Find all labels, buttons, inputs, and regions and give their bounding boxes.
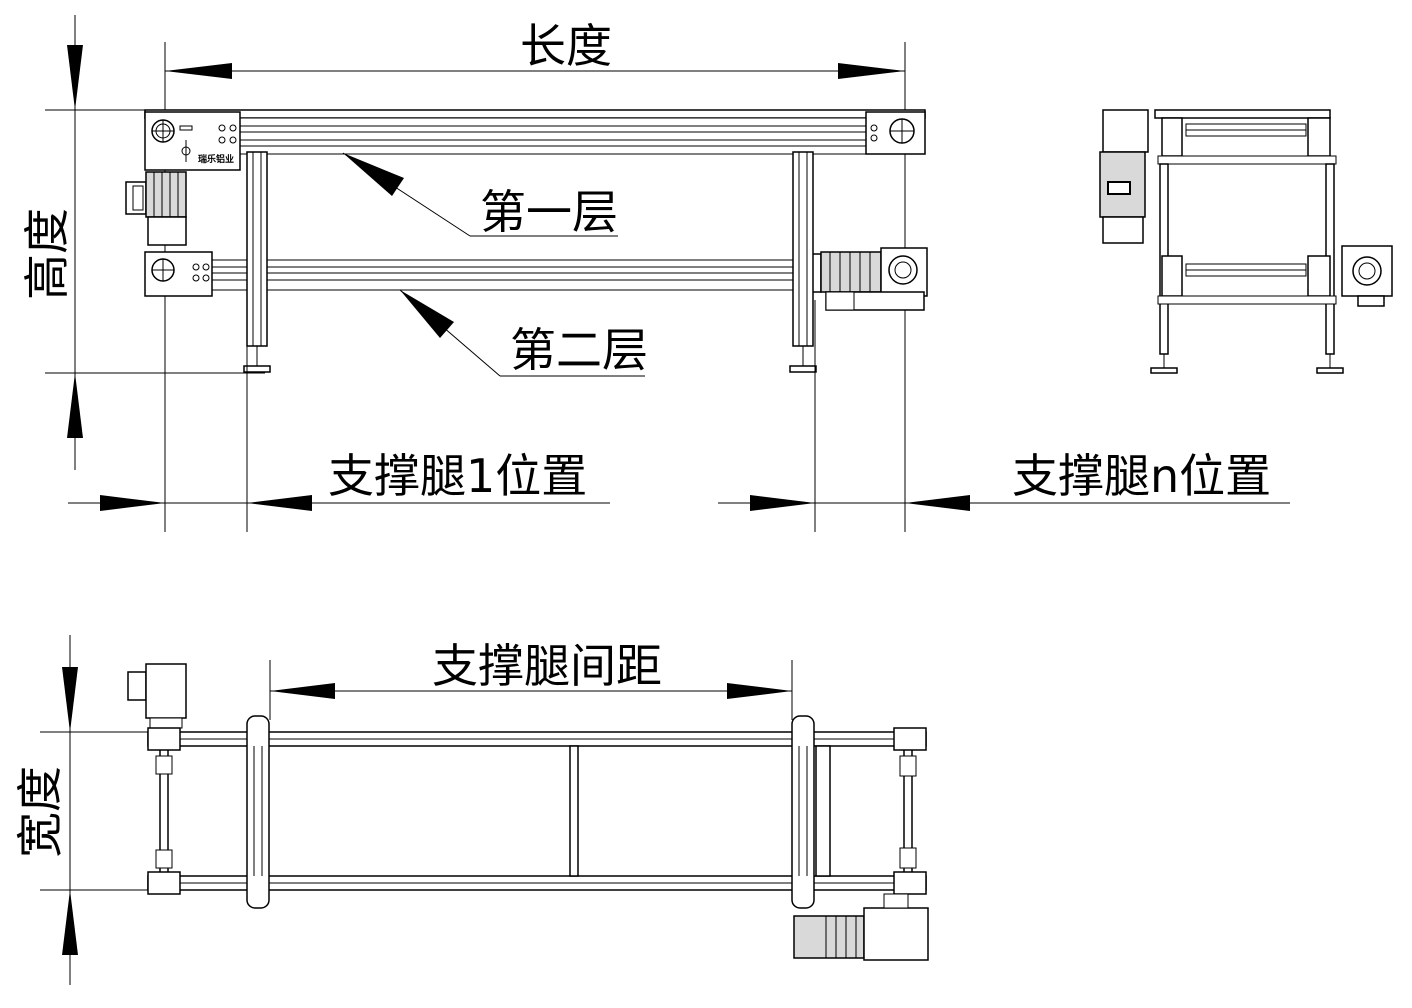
height-label: 高度 (20, 208, 74, 300)
leg-spacing-dimension: 支撑腿间距 (269, 639, 793, 720)
length-label: 长度 (520, 19, 612, 73)
width-label: 宽度 (13, 766, 67, 858)
leg1-position-label: 支撑腿1位置 (328, 449, 587, 503)
brand-plate-text: 瑞乐铝业 (198, 153, 234, 165)
support-legs (243, 151, 817, 373)
leg-spacing-label: 支撑腿间距 (432, 639, 662, 693)
length-dimension: 长度 (164, 19, 906, 532)
layer2-callout: 第二层 (399, 289, 648, 377)
leg1-position-dimension: 支撑腿1位置 (68, 300, 610, 532)
layer1-callout: 第一层 (342, 152, 618, 239)
height-dimension: 高度 (20, 15, 265, 470)
upper-drive-motor (125, 171, 187, 246)
lower-conveyor (144, 247, 928, 311)
upper-conveyor: 瑞乐铝业 (144, 109, 926, 171)
layer1-label: 第一层 (480, 185, 618, 239)
top-view: 支撑腿间距 宽度 (13, 635, 929, 985)
legn-position-label: 支撑腿n位置 (1012, 449, 1271, 503)
legn-position-dimension: 支撑腿n位置 (718, 300, 1290, 532)
side-view (1099, 109, 1393, 374)
width-dimension: 宽度 (13, 635, 160, 985)
front-view: 长度 高度 (20, 15, 1290, 532)
layer2-label: 第二层 (510, 323, 648, 377)
